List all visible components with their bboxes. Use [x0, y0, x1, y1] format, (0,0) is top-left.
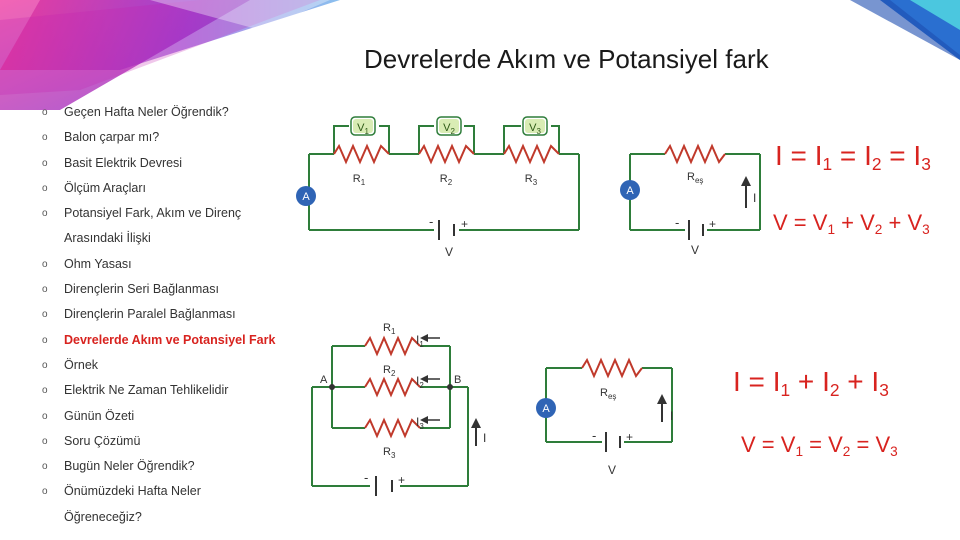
menu-item-label: Arasındaki İlişki — [64, 231, 151, 246]
resistor-label: R1 — [383, 322, 396, 336]
menu-item-label: Ohm Yasası — [64, 256, 132, 271]
bullet-icon: o — [42, 309, 48, 321]
resistor-label: R2 — [440, 173, 453, 187]
source-voltage-label: V — [608, 463, 616, 477]
menu-item[interactable]: o Dirençlerin Seri Bağlanması — [42, 277, 342, 302]
menu-item-label: Örnek — [64, 357, 99, 372]
battery-minus: - — [429, 214, 433, 229]
menu-item-label: Potansiyel Fark, Akım ve Direnç — [64, 206, 242, 221]
menu-item[interactable]: o Geçen Hafta Neler Öğrendik? — [42, 100, 342, 125]
menu-item-label: Elektrik Ne Zaman Tehlikelidir — [64, 383, 229, 398]
voltmeter-label: V1 — [357, 122, 369, 136]
battery-plus: + — [626, 430, 633, 444]
menu-item[interactable]: o Basit Elektrik Devresi — [42, 151, 342, 176]
series-current-formula: I = I1 = I2 = I3 — [775, 140, 931, 174]
menu-item[interactable]: o Soru Çözümü — [42, 429, 342, 454]
resistor-label: R1 — [353, 173, 366, 187]
parallel-voltage-formula: V = V1 = V2 = V3 — [741, 432, 898, 459]
menu-item-label: Soru Çözümü — [64, 433, 141, 448]
battery-minus: - — [592, 428, 596, 443]
bullet-icon: o — [42, 461, 48, 473]
branch-current-label: I3 — [416, 415, 424, 431]
battery-minus: - — [675, 215, 679, 230]
voltmeter-label: V3 — [529, 122, 541, 136]
menu-item-label: Dirençlerin Seri Bağlanması — [64, 282, 219, 297]
series-voltage-formula: V = V1 + V2 + V3 — [773, 210, 930, 237]
bullet-icon: o — [42, 410, 48, 422]
resistor-label: R3 — [383, 446, 396, 460]
menu-item[interactable]: o Devrelerde Akım ve Potansiyel Fark — [42, 328, 342, 353]
battery-plus: + — [398, 473, 405, 487]
equivalent-resistor-label: Reş — [600, 387, 616, 401]
menu-item-label: Devrelerde Akım ve Potansiyel Fark — [64, 332, 276, 347]
equivalent-resistor-label: Reş — [687, 171, 703, 185]
series-equivalent-diagram: Reş A I - + V — [620, 143, 761, 257]
menu-item[interactable]: o Elektrik Ne Zaman Tehlikelidir — [42, 378, 342, 403]
branch-current-label: I2 — [416, 374, 424, 390]
current-label: I — [753, 191, 756, 205]
ammeter-label: A — [302, 191, 310, 203]
source-voltage-label: V — [445, 245, 453, 259]
ammeter-label: A — [542, 403, 550, 415]
bullet-icon: o — [42, 359, 48, 371]
node-label: B — [454, 374, 461, 386]
menu-item[interactable]: o Dirençlerin Paralel Bağlanması — [42, 302, 342, 327]
menu-item[interactable]: o Ohm Yasası — [42, 252, 342, 277]
menu-item-label: Balon çarpar mı? — [64, 130, 160, 145]
ammeter-icon — [296, 186, 316, 206]
parallel-equivalent-diagram: Reş A I - + V — [536, 357, 673, 477]
bullet-icon: o — [42, 182, 48, 194]
resistor-label: R2 — [383, 364, 396, 378]
menu-item[interactable]: o Günün Özeti — [42, 404, 342, 429]
menu-item-label: Ölçüm Araçları — [64, 180, 146, 195]
branch-current-label: I1 — [416, 333, 424, 349]
menu-item[interactable]: Öğreneceğiz? — [42, 505, 342, 530]
menu-item[interactable]: o Balon çarpar mı? — [42, 125, 342, 150]
battery-plus: + — [461, 217, 468, 231]
series-circuit-diagram: V1 V2 V3 R1 R2 R3 A - + V — [296, 116, 580, 259]
menu-item[interactable]: o Bugün Neler Öğrendik? — [42, 454, 342, 479]
bullet-icon: o — [42, 284, 48, 296]
bullet-icon: o — [42, 435, 48, 447]
ammeter-icon — [536, 398, 556, 418]
menu-item[interactable]: o Ölçüm Araçları — [42, 176, 342, 201]
node-label: A — [320, 374, 328, 386]
current-label: I — [483, 431, 486, 445]
menu-item-label: Dirençlerin Paralel Bağlanması — [64, 307, 236, 322]
menu-item-label: Önümüzdeki Hafta Neler — [64, 484, 201, 499]
menu-item-label: Basit Elektrik Devresi — [64, 155, 183, 170]
battery-plus: + — [709, 217, 716, 231]
bullet-icon: o — [42, 258, 48, 270]
decorative-corner-left — [0, 0, 340, 110]
decorative-corner-right — [850, 0, 960, 60]
voltmeter-label: V2 — [443, 122, 455, 136]
ammeter-icon — [620, 180, 640, 200]
bullet-icon: o — [42, 157, 48, 169]
bullet-icon: o — [42, 132, 48, 144]
resistor-label: R3 — [525, 173, 538, 187]
battery-minus: - — [364, 470, 368, 485]
bullet-icon: o — [42, 385, 48, 397]
menu-item-label: Geçen Hafta Neler Öğrendik? — [64, 105, 229, 119]
bullet-icon: o — [42, 486, 48, 498]
menu-item-label: Günün Özeti — [64, 408, 135, 423]
menu-item[interactable]: o Örnek — [42, 353, 342, 378]
bullet-icon: o — [42, 208, 48, 220]
page-title: Devrelerde Akım ve Potansiyel fark — [364, 44, 769, 74]
source-voltage-label: V — [691, 243, 699, 257]
parallel-current-formula: I = I1 + I2 + I3 — [733, 366, 889, 400]
menu-item-label: Öğreneceğiz? — [64, 509, 142, 524]
bullet-icon: o — [42, 107, 48, 118]
menu-item[interactable]: Arasındaki İlişki — [42, 226, 342, 251]
ammeter-label: A — [626, 185, 634, 197]
current-label: I — [670, 409, 673, 423]
menu-item-label: Bugün Neler Öğrendik? — [64, 459, 195, 474]
menu-item[interactable]: o Potansiyel Fark, Akım ve Direnç — [42, 201, 342, 226]
bullet-icon: o — [42, 334, 48, 346]
menu-item[interactable]: o Önümüzdeki Hafta Neler — [42, 479, 342, 504]
parallel-circuit-diagram: R1 R2 R3 A B I1 I2 I3 I - + — [311, 322, 486, 496]
